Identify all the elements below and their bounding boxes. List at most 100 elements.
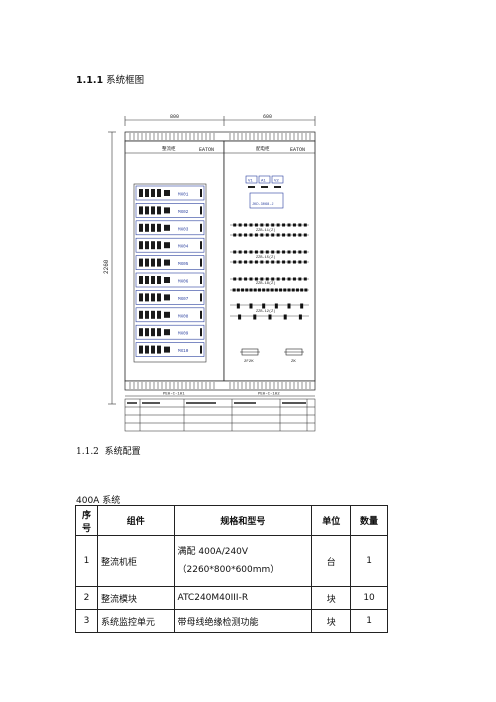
breaker-contact — [298, 277, 302, 281]
breaker-contact — [303, 277, 307, 281]
rectifier-module: MX10 — [135, 342, 205, 357]
breaker-contact — [238, 260, 242, 264]
section-heading-1-1-1: 1.1.1 系统框图 — [76, 72, 144, 86]
cell-unit: 块 — [311, 586, 352, 610]
rectifier-module: MX04 — [135, 237, 205, 253]
breaker-contact — [238, 250, 242, 254]
cell-component: 整流模块 — [96, 586, 175, 610]
breaker-contact — [262, 288, 266, 292]
cabinet-2-brand: EATON — [290, 147, 305, 153]
breaker-contact — [271, 223, 275, 227]
monitor-unit: JKD-3068-J — [249, 192, 284, 209]
cabinet-1-title: 整流柜 — [162, 145, 176, 152]
breaker-contact — [253, 314, 257, 320]
breaker-contact — [238, 233, 242, 237]
dim-right-label: 600 — [263, 114, 272, 120]
section-heading-1-1-2: 1.1.2 系统配置 — [76, 444, 141, 457]
heading-title: 系统框图 — [106, 75, 145, 86]
breaker-contact — [233, 260, 237, 264]
breaker-contact — [238, 277, 242, 281]
breaker-contact — [295, 288, 299, 292]
breaker-contact — [238, 223, 242, 227]
breaker-contact — [232, 288, 236, 292]
module-label: MX04 — [178, 245, 189, 250]
rectifier-module: MX07 — [135, 290, 205, 305]
rectifier-module: MX02 — [135, 203, 205, 218]
breaker-contact — [257, 288, 261, 292]
table-row: 1 整流机柜 满配 400A/240V （2260*800*600mm） 台 1 — [75, 535, 388, 587]
breaker-contact — [244, 260, 248, 264]
breaker-contact — [298, 314, 302, 320]
spec-line-2: （2260*800*600mm） — [177, 565, 280, 575]
module-label: MX08 — [178, 314, 189, 319]
breaker-contact — [300, 303, 304, 309]
heading-number: 1.1.2 — [76, 447, 99, 457]
cell-spec: 带母线绝缘检测功能 — [173, 609, 313, 633]
heading-title: 系统配置 — [104, 447, 141, 457]
breaker-contact — [303, 233, 307, 237]
breaker-contact — [249, 303, 253, 309]
breaker-contact — [238, 314, 242, 320]
cell-unit: 台 — [311, 535, 352, 587]
cell-no: 3 — [75, 609, 98, 633]
breaker-contact — [270, 288, 274, 292]
breaker-contact — [287, 233, 291, 237]
breaker-contact — [241, 288, 245, 292]
bus-label-4: ZZB-12(Z) — [256, 309, 275, 314]
breaker-contact — [303, 260, 307, 264]
cabinet-2-title: 配电柜 — [256, 145, 270, 152]
table-row: 3 系统监控单元 带母线绝缘检测功能 块 1 — [75, 609, 388, 633]
breaker-contact — [287, 260, 291, 264]
breaker-contact — [260, 260, 264, 264]
breaker-contact — [254, 233, 258, 237]
breaker-contact — [276, 223, 280, 227]
breaker-contact — [265, 277, 269, 281]
header-qty: 数量 — [350, 505, 388, 536]
bus-label-1: ZZB-11(Z) — [256, 228, 275, 233]
breaker-contact — [236, 303, 240, 309]
rectifier-module: MX03 — [135, 220, 205, 236]
spec-line-1: 满配 400A/240V — [177, 547, 249, 557]
breaker-bus-rows — [230, 223, 309, 320]
breaker-contact — [244, 277, 248, 281]
cell-qty: 1 — [350, 535, 388, 587]
breaker-contact — [282, 233, 286, 237]
breaker-contact — [253, 288, 257, 292]
breaker-contact — [283, 288, 287, 292]
heading-number: 1.1.1 — [76, 75, 104, 86]
cell-qty: 10 — [350, 586, 388, 610]
dim-left-label: 800 — [170, 114, 179, 120]
breaker-contact — [271, 277, 275, 281]
dim-height-label: 2260 — [103, 259, 110, 274]
breaker-contact — [249, 260, 253, 264]
breaker-contact — [233, 250, 237, 254]
breaker-contact — [265, 260, 269, 264]
monitor-unit-label: JKD-3068-J — [252, 203, 274, 207]
breaker-contact — [262, 303, 266, 309]
breaker-contact — [300, 288, 304, 292]
module-label: MX10 — [178, 349, 189, 354]
breaker-contact — [249, 223, 253, 227]
breaker-contact — [268, 314, 272, 320]
breaker-contact — [298, 223, 302, 227]
breaker-contact — [249, 288, 253, 292]
cell-spec: ATC240M40III-R — [173, 586, 313, 610]
rectifier-module: MX09 — [135, 324, 205, 340]
module-label: MX02 — [178, 210, 189, 215]
breaker-contact — [249, 233, 253, 237]
breaker-contact — [244, 223, 248, 227]
table-caption: 400A 系统 — [76, 496, 121, 506]
breaker-contact — [244, 250, 248, 254]
breaker-contact — [274, 288, 278, 292]
title-block — [124, 398, 316, 432]
breaker-contact — [249, 277, 253, 281]
header-spec: 规格和型号 — [173, 505, 313, 536]
breaker-contact — [260, 250, 264, 254]
breaker-contact — [282, 277, 286, 281]
header-unit: 单位 — [311, 505, 352, 536]
breaker-left-label: 2F2K — [244, 360, 254, 364]
cabinet-1-brand: EATON — [199, 147, 214, 153]
breaker-contact — [287, 303, 291, 309]
breaker-contact — [304, 288, 308, 292]
